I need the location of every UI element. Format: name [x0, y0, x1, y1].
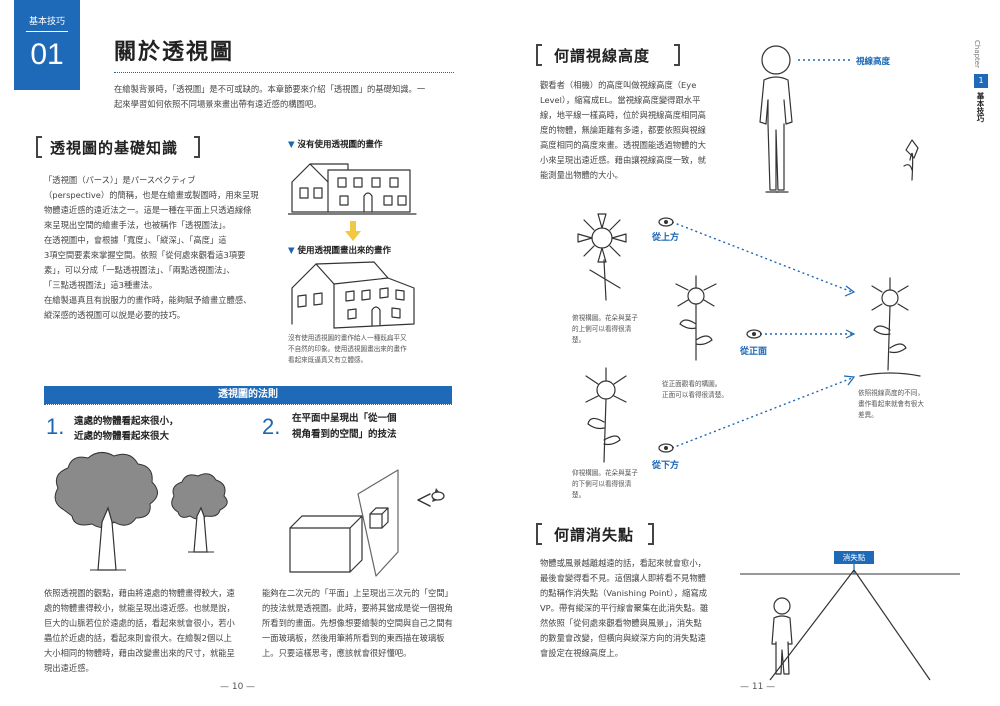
rule1-heading: 遠處的物體看起來很小，近處的物體看起來很大 [74, 416, 179, 442]
page-number-right: — 11 — [740, 682, 776, 692]
side-tab: Chapter 1 基本技巧 [968, 40, 992, 150]
viewpoints-illustration [577, 213, 921, 463]
rule1-body: 依照透視圖的觀點，藉由將遠處的物體畫得較大，遠處的物體畫得較小，就能呈現出遠近感… [44, 588, 235, 673]
arrow-down-icon [345, 221, 361, 241]
eyelevel-heading: 何謂視線高度 [554, 47, 651, 65]
page-title: 關於透視圖 [114, 40, 235, 65]
intro-text: 在繪製背景時，「透視圖」是不可或缺的。本章節要來介紹「透視圖」的基礎知識。一起來… [114, 84, 426, 109]
house-before-label: ▼ 沒有使用透視圖的畫作 [288, 140, 383, 150]
vanishing-point-illustration [740, 564, 960, 681]
rule2-number: 2. [262, 414, 281, 439]
sidebar-label: 基本技巧 [976, 92, 985, 122]
house-after-label: ▼ 使用透視圖畫出來的畫作 [288, 246, 392, 256]
caption-top-view: 俯視構圖。花朵與葉子的上側可以看得很清楚。 [572, 314, 638, 344]
view-front-label: 從正面 [740, 347, 768, 357]
vanishing-body: 物體或風景越離越遠的話，看起來就會愈小，最後會變得看不見。這個讓人即將看不見物體… [540, 558, 709, 658]
badge-number: 01 [30, 38, 64, 71]
sidebar-number: 1 [974, 74, 988, 88]
rule2-body: 能夠在二次元的「平面」上呈現出三次元的「空間」的技法就是透視圖。此時，要將其當成… [262, 588, 453, 658]
rule1-number: 1. [46, 414, 65, 439]
caption-front-view: 從正面觀看的構圖。正面可以看得很清楚。 [662, 380, 728, 399]
sidebar-chapter: Chapter [973, 40, 981, 68]
vanishing-figure-label: 消失點 [834, 551, 874, 564]
eyelevel-figure-label: 視線高度 [856, 57, 891, 67]
rule2-heading: 在平面中呈現出「從一個視角看到的空間」的技法 [292, 413, 397, 440]
caption-right: 依照視線高度的不同，畫作看起來就會有很大差異。 [858, 389, 924, 419]
house-perspective-illustration [291, 261, 415, 329]
caption-bottom-view: 仰視構圖。花朵與葉子的下側可以看得很清楚。 [572, 469, 638, 499]
chapter-badge: 基本技巧 01 [14, 0, 80, 90]
vanishing-heading: 何謂消失點 [554, 526, 635, 544]
person-eyelevel-illustration [759, 45, 919, 193]
house-caption: 沒有使用透視圖的畫作給人一種既扁平又不自然的印象。使用透視圖畫出來的畫作看起來既… [288, 334, 407, 364]
glass-plane-illustration [289, 469, 445, 577]
house-flat-illustration [288, 163, 417, 215]
page-number-left: — 10 — [220, 682, 256, 692]
rules-banner: 透視圖的法則 [44, 386, 452, 404]
trees-illustration [54, 452, 228, 571]
title-underline [114, 72, 454, 73]
badge-label: 基本技巧 [28, 17, 65, 27]
view-top-label: 從上方 [652, 233, 680, 243]
view-bottom-label: 從下方 [652, 461, 680, 471]
basics-heading: 透視圖的基礎知識 [50, 139, 179, 157]
basics-body: 「透視圖（パース）」是パースペクティブ（perspective）的簡稱，也是在繪… [44, 175, 259, 320]
